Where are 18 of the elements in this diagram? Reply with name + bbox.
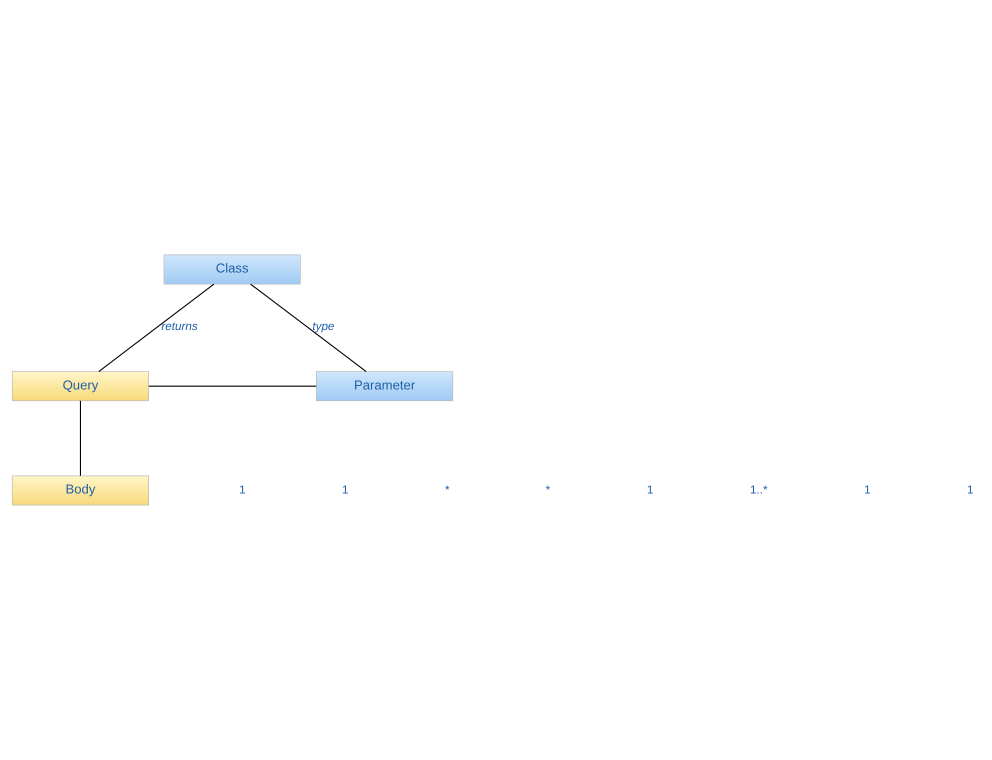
connector — [80, 400, 81, 476]
node-box: Query — [12, 371, 150, 402]
label: * — [445, 483, 450, 496]
node-box: Body — [12, 476, 150, 506]
connector — [250, 284, 366, 372]
edge-label: returns — [161, 320, 198, 333]
label: 1..* — [750, 483, 768, 496]
label: 1 — [342, 483, 348, 496]
label: 1 — [864, 483, 871, 496]
connector — [98, 284, 214, 372]
label: * — [546, 483, 550, 496]
node-box: Class — [164, 254, 301, 284]
label: 1 — [967, 483, 974, 496]
node-box: Parameter — [316, 371, 454, 402]
edge-label: type — [312, 320, 334, 333]
connector — [148, 386, 316, 387]
label: 1 — [239, 483, 246, 496]
label: 1 — [646, 483, 654, 496]
